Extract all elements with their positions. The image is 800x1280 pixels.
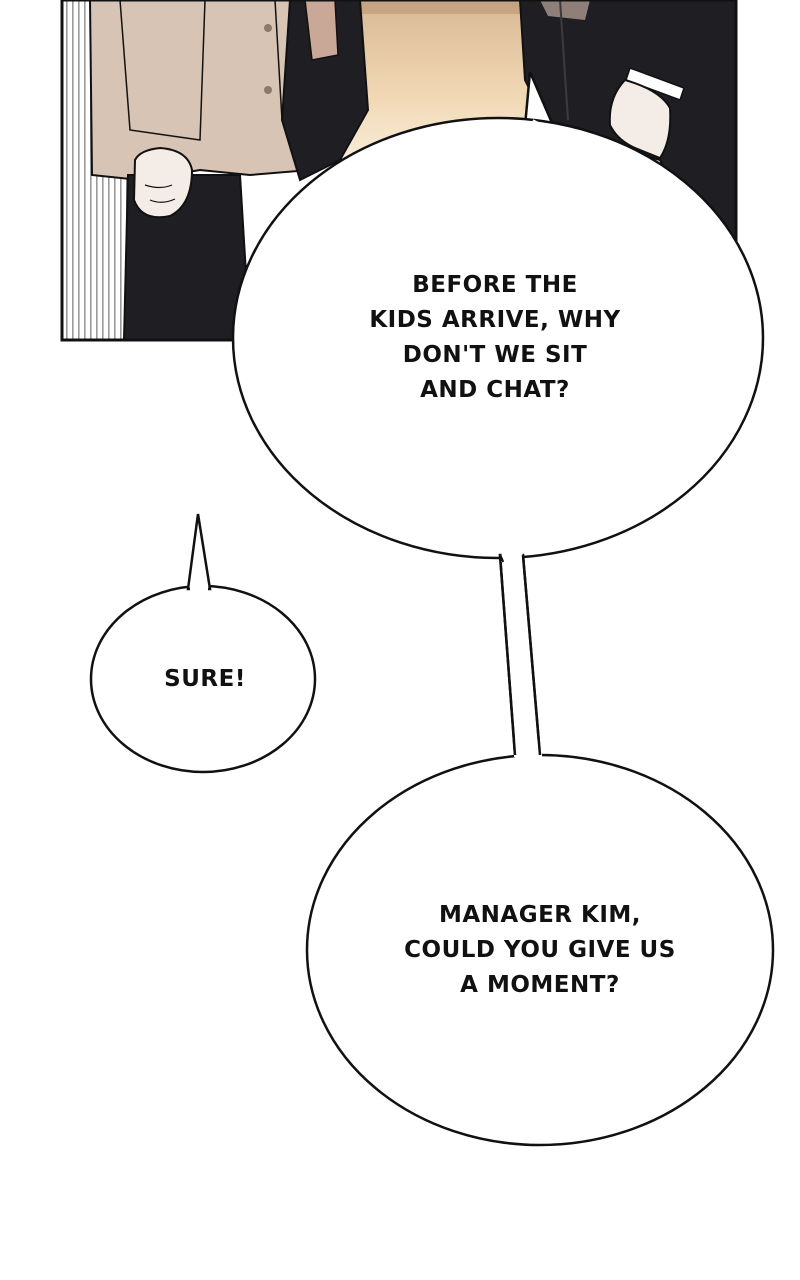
- speech-line: MANAGER KIM,: [438, 902, 642, 928]
- speech-bubble-sure: [89, 513, 317, 774]
- speech-bubble-before: [231, 71, 765, 560]
- speech-text-before: BEFORE THE KIDS ARRIVE, WHY DON'T WE SIT…: [340, 268, 650, 408]
- speech-text-manager: MANAGER KIM, COULD YOU GIVE US A MOMENT?: [370, 898, 710, 1003]
- speech-line: A MOMENT?: [460, 972, 620, 998]
- speech-line: COULD YOU GIVE US: [404, 937, 676, 963]
- speech-line: SURE!: [164, 666, 246, 692]
- figure-middle-dark: [280, 0, 370, 182]
- speech-line: DON'T WE SIT: [402, 342, 588, 368]
- speech-line: BEFORE THE: [412, 272, 578, 298]
- bubble-connector: [498, 553, 542, 757]
- speech-line: KIDS ARRIVE, WHY: [369, 307, 621, 333]
- speech-line: AND CHAT?: [420, 377, 570, 403]
- speech-bubble-manager: [305, 554, 775, 1147]
- speech-text-sure: SURE!: [110, 662, 300, 697]
